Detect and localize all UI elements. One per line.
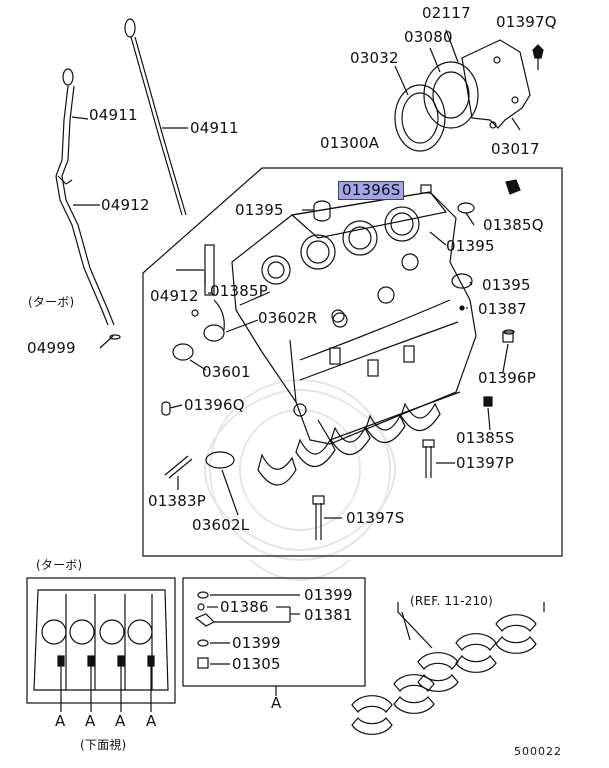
label-04912-upper: 04912 <box>101 196 150 214</box>
bolt-set <box>194 591 300 696</box>
label-01385p: 01385P <box>210 282 268 300</box>
label-01387: 01387 <box>478 300 527 318</box>
callout-a-3: A <box>115 712 126 730</box>
label-01395-a: 01395 <box>235 201 284 219</box>
label-03017: 03017 <box>491 140 540 158</box>
label-03602l: 03602L <box>192 516 250 534</box>
leader <box>511 117 521 131</box>
block-frame <box>142 167 563 557</box>
label-ref: (REF. 11-210) <box>410 594 493 608</box>
leader <box>445 29 459 63</box>
label-01395-c: 01395 <box>482 276 531 294</box>
callout-a-1: A <box>55 712 66 730</box>
diagram-code: 500022 <box>514 745 562 758</box>
label-01396q: 01396Q <box>184 396 245 414</box>
dipstick-right <box>124 18 188 216</box>
block-small-parts <box>161 179 521 540</box>
callout-a-box: A <box>271 694 282 712</box>
bearing-caps <box>257 402 441 486</box>
label-01397s: 01397S <box>346 509 405 527</box>
bottom-view <box>33 589 169 712</box>
rear-seal-group <box>394 39 544 152</box>
label-04912-lower: 04912 <box>150 287 199 305</box>
bearing-shells <box>351 602 545 735</box>
label-01383p: 01383P <box>148 492 206 510</box>
label-bottom-view: (下面視) <box>80 738 127 752</box>
leaders-main <box>169 209 509 519</box>
label-04911-right: 04911 <box>190 119 239 137</box>
label-01305: 01305 <box>232 655 281 673</box>
bottom-view-frame <box>26 577 176 704</box>
engine-block <box>231 191 477 445</box>
label-03032: 03032 <box>350 49 399 67</box>
label-01396p: 01396P <box>478 369 536 387</box>
label-02117: 02117 <box>422 4 471 22</box>
label-01386: 01386 <box>220 598 269 616</box>
label-03080: 03080 <box>404 28 453 46</box>
label-01397q: 01397Q <box>496 13 557 31</box>
label-04911-left: 04911 <box>89 106 138 124</box>
label-01396s-highlighted[interactable]: 01396S <box>338 181 405 200</box>
label-01397p: 01397P <box>456 454 514 472</box>
callout-a-2: A <box>85 712 96 730</box>
leader <box>429 47 441 73</box>
label-turbo-lower: (ターボ) <box>36 558 83 572</box>
label-01399-a: 01399 <box>304 586 353 604</box>
callout-a-4: A <box>146 712 157 730</box>
label-turbo-upper: (ターボ) <box>28 295 75 309</box>
label-03601: 03601 <box>202 363 251 381</box>
label-01385s: 01385S <box>456 429 515 447</box>
bolt-set-frame <box>182 577 366 687</box>
label-01381: 01381 <box>304 606 353 624</box>
dipstick-left <box>55 68 115 326</box>
label-04999: 04999 <box>27 339 76 357</box>
label-01300a: 01300A <box>320 134 380 152</box>
leader <box>394 65 409 96</box>
label-03602r: 03602R <box>258 309 318 327</box>
label-01399-b: 01399 <box>232 634 281 652</box>
label-01395-b: 01395 <box>446 237 495 255</box>
label-01385q: 01385Q <box>483 216 544 234</box>
